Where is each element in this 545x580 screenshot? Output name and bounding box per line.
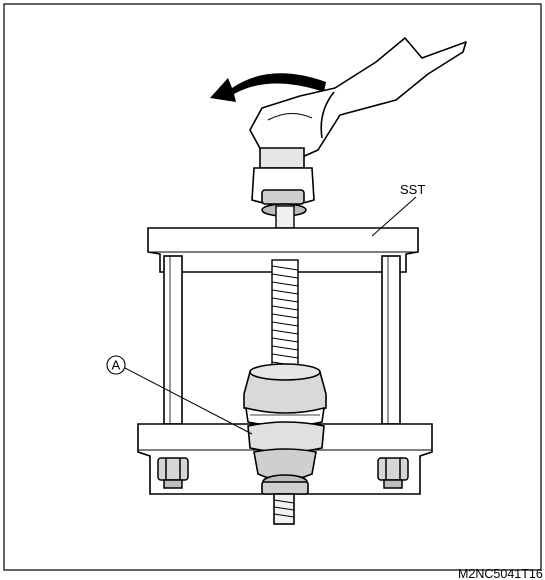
callout-a: A	[106, 355, 253, 435]
center-screw	[271, 259, 299, 369]
callout-a-leader-line	[124, 367, 253, 435]
sst-label: SST	[400, 182, 425, 197]
sst-leader-line	[371, 196, 417, 237]
left-bolt	[157, 457, 189, 489]
spindle-top	[275, 205, 295, 229]
figure-border	[3, 3, 542, 571]
wrench	[249, 37, 467, 159]
press-cup	[243, 363, 327, 427]
rotation-arrow-icon	[210, 73, 326, 102]
bushing	[247, 421, 325, 490]
callout-a-label: A	[112, 358, 121, 373]
right-bolt	[377, 457, 409, 489]
bottom-nut	[261, 481, 309, 525]
callout-a-circle	[106, 355, 126, 375]
figure-code: M2NC5041T16	[458, 567, 543, 580]
sst-top-bar	[147, 227, 419, 273]
